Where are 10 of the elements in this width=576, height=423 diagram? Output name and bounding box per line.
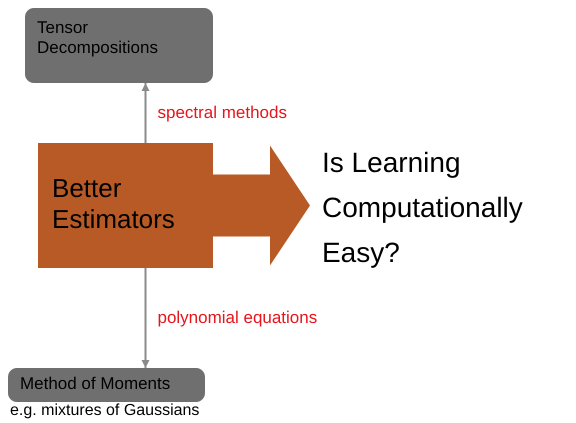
process-box: Better Estimators <box>38 143 213 268</box>
question-text: Is Learning Computationally Easy? <box>322 140 574 290</box>
process-box: Tensor Decompositions <box>25 8 213 83</box>
arrow <box>142 83 150 143</box>
edge-label: polynomial equations <box>158 308 318 328</box>
arrow <box>142 268 150 368</box>
edge-label: spectral methods <box>158 103 287 123</box>
note-text: e.g. mixtures of Gaussians <box>10 402 200 420</box>
arrow <box>213 146 310 266</box>
process-box: Method of Moments <box>8 368 205 402</box>
